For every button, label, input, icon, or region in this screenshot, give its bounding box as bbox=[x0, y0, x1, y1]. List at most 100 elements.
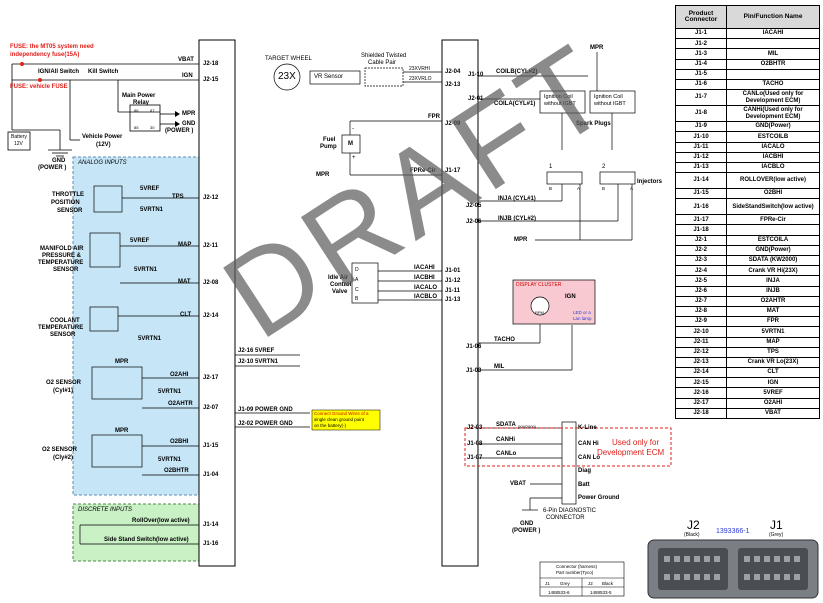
pin-cell: J1-18 bbox=[675, 224, 727, 236]
signal-label: MPR bbox=[590, 45, 604, 51]
function-cell: CANLo(Used only for Development ECM) bbox=[726, 89, 820, 107]
diag-pin-label: K-Line bbox=[578, 425, 597, 431]
function-cell: MAT bbox=[726, 305, 820, 318]
function-cell: SideStandSwitch(low active) bbox=[726, 198, 820, 216]
pin-label: J1-13 bbox=[445, 297, 461, 303]
part-cell: J1 bbox=[545, 581, 550, 586]
pin-label: J1-16 bbox=[203, 541, 219, 547]
pin-label: J2-11 bbox=[203, 243, 219, 249]
table-header-cell: Product Connector bbox=[675, 5, 727, 29]
signal-label: INJA (CYL#1) bbox=[498, 196, 536, 202]
diag-pin-label: CAN Hi bbox=[578, 441, 599, 447]
signal-label: FPRe-Cir bbox=[410, 168, 436, 174]
pin-cell: J2-10 bbox=[675, 326, 727, 338]
map-sensor-label: MANIFOLD AIR bbox=[40, 246, 84, 252]
ground-note: on the battery(-) bbox=[314, 423, 347, 428]
throttle-sensor-label: THROTTLE bbox=[52, 192, 84, 198]
signal-label: COILA(CYL#1) bbox=[494, 101, 536, 107]
pin-cell: J2-14 bbox=[675, 367, 727, 379]
function-cell: TPS bbox=[726, 346, 820, 358]
pin-label: J2-10 bbox=[238, 359, 254, 365]
pin-label: J2-06 bbox=[466, 219, 482, 225]
signal-label: 5VREF bbox=[255, 348, 275, 354]
injector-pin: A bbox=[630, 186, 634, 191]
diag-connector-label: CONNECTOR bbox=[546, 515, 585, 521]
battery-symbol bbox=[7, 131, 31, 151]
ecm-connector-left bbox=[198, 39, 236, 567]
fuel-pump-label: Fuel bbox=[323, 137, 336, 143]
injector-pin: B bbox=[549, 186, 553, 191]
pin-cell: J2-2 bbox=[675, 244, 727, 257]
relay-pin: 30 bbox=[150, 125, 155, 130]
pin-cell: J2-6 bbox=[675, 285, 727, 297]
signal-label: 23XVRLO bbox=[409, 76, 432, 82]
pin-cell: J1-13 bbox=[675, 161, 727, 174]
shielded-cable-label: Shielded Twisted bbox=[361, 53, 407, 59]
pin-cell: J2-15 bbox=[675, 377, 727, 389]
iac-label: Control bbox=[330, 282, 352, 288]
signal-label: FPR bbox=[428, 114, 440, 120]
ecm-j1-color: (Grey) bbox=[769, 532, 784, 538]
signal-label: IACALO bbox=[414, 285, 437, 291]
pin-label: J2-01 bbox=[468, 96, 484, 102]
signal-label: 5VRTN1 bbox=[138, 336, 162, 342]
pin-label: J1-17 bbox=[445, 168, 461, 174]
sidestand-label: Side Stand Switch(low active) bbox=[104, 537, 189, 543]
o2-sensor-label: O2 SENSOR bbox=[46, 380, 82, 386]
signal-label: IACAHI bbox=[414, 265, 435, 271]
pin-cell: J1-12 bbox=[675, 151, 727, 163]
pin-label: J2-07 bbox=[203, 405, 219, 411]
table-header: Product Connector Pin/Function Name bbox=[675, 5, 820, 29]
ignition-coil-label: Ignition Coil bbox=[594, 94, 623, 100]
pin-cell: J2-16 bbox=[675, 387, 727, 399]
function-cell: ESTCOILB bbox=[726, 131, 820, 143]
shielded-cable-label: Cable Pair bbox=[368, 60, 397, 66]
relay-label: Relay bbox=[133, 100, 150, 106]
function-cell: TACHO bbox=[726, 78, 820, 91]
relay-pin: 85 bbox=[134, 125, 139, 130]
function-cell: IACBHI bbox=[726, 151, 820, 163]
ecm-j1-label: J1 bbox=[770, 518, 783, 532]
function-cell: IACALO bbox=[726, 141, 820, 153]
signal-label: TPS bbox=[172, 194, 184, 200]
pin-label: J2-18 bbox=[203, 61, 219, 67]
function-cell: GND(Power) bbox=[726, 244, 820, 257]
function-cell: Crank VR Hi(23X) bbox=[726, 265, 820, 277]
pin-label: J1-09 bbox=[238, 407, 254, 413]
function-cell: Crank VR Lo(23X) bbox=[726, 356, 820, 369]
function-cell: FPR bbox=[726, 316, 820, 328]
signal-label: O2BHTR bbox=[164, 468, 189, 474]
dev-ecm-box bbox=[464, 427, 672, 467]
pin-cell: J1-2 bbox=[675, 38, 727, 50]
motor-icon: M bbox=[348, 141, 353, 147]
ground-note-box bbox=[311, 409, 381, 431]
signal-label: 5VRTN1 bbox=[255, 359, 279, 365]
pin-cell: J1-9 bbox=[675, 121, 727, 133]
signal-label: 5VRTN1 bbox=[158, 389, 182, 395]
function-cell: O2BHI bbox=[726, 188, 820, 200]
diag-connector-label: 6-Pin DIAGNOSTIC bbox=[543, 508, 597, 514]
diag-pin-label: Diag bbox=[578, 468, 592, 474]
signal-label: O2BHI bbox=[170, 439, 189, 445]
battery-label: Battery bbox=[11, 134, 27, 140]
gnd-label: GND bbox=[52, 158, 66, 164]
pin-label: J1-04 bbox=[203, 472, 219, 478]
pin-cell: J1-3 bbox=[675, 48, 727, 60]
vr-sensor-label: VR Sensor bbox=[314, 74, 344, 80]
signal-label: (KW2000) bbox=[518, 424, 537, 429]
part-cell: Grey bbox=[560, 581, 570, 586]
vehicle-power-label: (12V) bbox=[96, 142, 111, 148]
iac-label: Idle Air bbox=[328, 275, 349, 281]
signal-label: TACHO bbox=[494, 337, 515, 343]
signal-label: 5VRTN1 bbox=[158, 457, 182, 463]
